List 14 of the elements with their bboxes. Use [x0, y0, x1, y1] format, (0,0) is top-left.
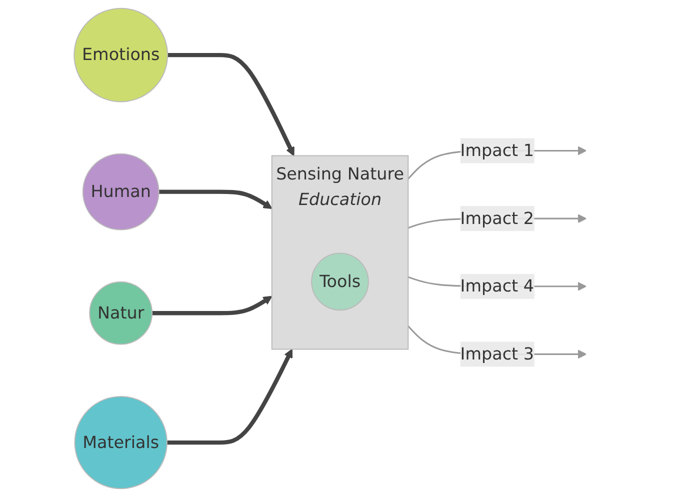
node-circle: Materials [74, 396, 168, 490]
arrow [168, 52, 294, 156]
edge-label: Impact 1 [460, 140, 534, 160]
arrow [158, 190, 272, 210]
node-circle: Emotions [74, 8, 168, 102]
edge-label: Impact 4 [460, 276, 534, 296]
edge-label: Impact 3 [460, 344, 534, 364]
arrow [152, 296, 272, 316]
node-label: Education [298, 189, 382, 209]
node-circle: Tools [311, 252, 369, 311]
node-circle: Natur [89, 281, 153, 345]
node-circle: Human [82, 153, 160, 230]
arrow [166, 348, 293, 445]
edge-label: Impact 2 [460, 208, 534, 228]
